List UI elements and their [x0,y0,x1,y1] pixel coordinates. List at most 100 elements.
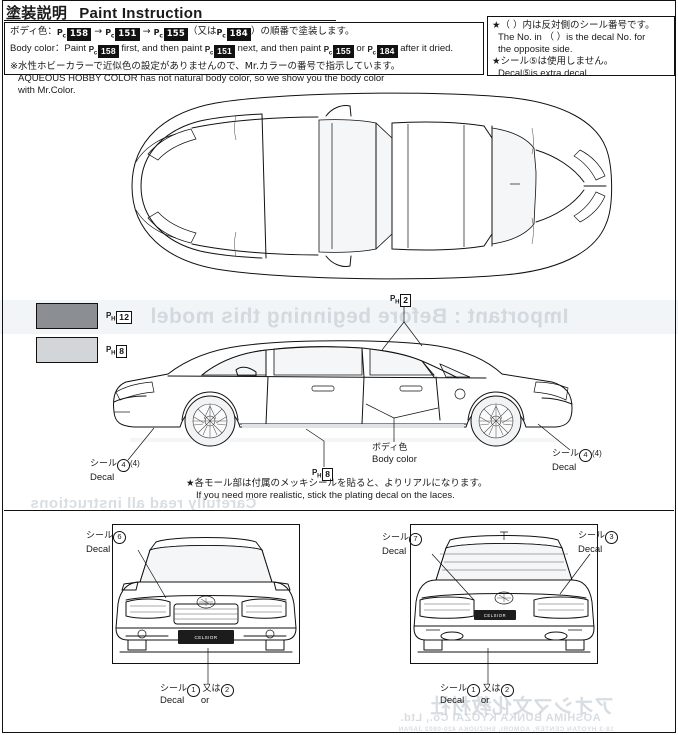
leader-ph2 [381,306,423,351]
paint-order-en-b: first, and then paint [121,42,203,54]
page-title: 塗装説明 Paint Instruction [6,2,203,23]
leader-rear-decal-1-2 [487,648,489,684]
front-view-illustration: CELSIOR [115,537,297,653]
decal-4-right-circle: 4 [579,449,593,462]
front-decal-bottom-en: Decal [160,695,185,706]
decal-4-right-en: Decal [552,462,577,473]
decal-4-left-jp: シール [90,459,118,469]
decal-7-circle: 7 [409,533,423,546]
decal-6-circle: 6 [113,531,127,544]
decal-7-en: Decal [382,546,407,557]
decal-4-right-alt: (4) [592,449,602,458]
leader-decal-6 [137,549,167,599]
page-title-en: Paint Instruction [79,5,203,22]
title-underline [4,20,336,21]
rear-decal-or-jp: 又は [482,684,501,694]
leader-front-decal-1-2 [207,648,209,684]
arrow-1: → [94,26,103,37]
paint-order-en-e: after it dried. [400,42,454,54]
front-decal-or-en: or [200,695,210,706]
top-view-illustration [131,92,613,280]
swatch-light-gray [36,337,98,363]
decal-4-left-circle: 4 [117,459,131,472]
arrow-2: → [142,26,151,37]
decal-4-left-alt: (4) [130,459,140,468]
decal-7-jp: シール [382,533,410,543]
ghost-footer-en: AOSHIMA BUNKA KYOZAI Co., Ltd. [400,712,601,724]
front-decal-bottom-jp: シール [160,684,188,694]
swatch-dark-gray [36,303,98,329]
opposite-side-note-en-2: the opposite side. [498,44,573,55]
plating-note-jp: ★各モール部は付属のメッキシールを貼ると、よりリアルになります。 [186,478,488,489]
leader-decal-4-right [537,423,571,451]
page-title-jp: 塗装説明 [6,4,68,22]
opposite-side-note-jp: ★（ ）内は反対側のシール番号です。 [492,20,655,31]
paint-order-en-a: Body color：Paint [10,42,87,54]
rear-decal-bottom-jp: シール [440,684,468,694]
ghost-footer-address: 18-3 HYOTAN CENTER, AOMORI, SHIZUOKA 420… [398,726,614,733]
decal-6-jp: シール [86,531,114,541]
paint-order-jp-prefix: ボディ色： [10,26,57,37]
decal-number-note: ★（ ）内は反対側のシール番号です。 The No. in （ ）is the … [487,16,675,79]
body-color-label-jp: ボディ色 [372,443,408,453]
leader-decal-3 [559,553,591,595]
side-view-illustration [113,340,573,447]
leader-decal-4-left [127,427,155,461]
paren-open: （又は [188,26,217,37]
rear-badge-text: CELSIOR [484,613,507,618]
paint-order-jp-suffix: の順番で塗装します。 [260,26,355,37]
front-decal-2-circle: 2 [220,684,234,697]
body-color-label-en: Body color [372,454,417,465]
rear-decal-or-en: or [480,695,490,706]
aqueous-note-en-2: with Mr.Color. [18,85,76,97]
plating-note-en: If you need more realistic, stick the pl… [196,490,455,501]
paren-close: ） [250,26,261,37]
section-divider [4,510,674,511]
extra-decal-note-jp: ★シール⑤は使用しません。 [492,56,614,67]
decal-3-jp: シール [578,531,606,541]
paint-order-en-c: next, and then paint [237,42,322,54]
leader-ph8 [305,428,325,467]
rear-decal-bottom-en: Decal [440,695,465,706]
opposite-side-note-en-1: The No. in （ ）is the decal No. for [498,32,646,43]
rear-decal-2-circle: 2 [500,684,514,697]
decal-6-en: Decal [86,544,111,555]
rear-view-illustration: CELSIOR [413,531,595,653]
leader-body-color [365,403,439,442]
decal-4-left-en: Decal [90,472,115,483]
leader-decal-7 [431,553,475,601]
aqueous-note-jp: ※水性ホビーカラーで近似色の設定がありませんので、Mr.カラーの番号で指示してい… [10,61,401,73]
front-decal-or-jp: 又は [202,684,221,694]
front-view-frame [112,524,300,664]
decal-3-circle: 3 [605,531,619,544]
decal-4-right-jp: シール [552,449,580,459]
front-plate-text: CELSIOR [195,635,218,640]
rear-view-frame [410,524,598,664]
callout-body-color: ボディ色 Body color [372,443,417,465]
